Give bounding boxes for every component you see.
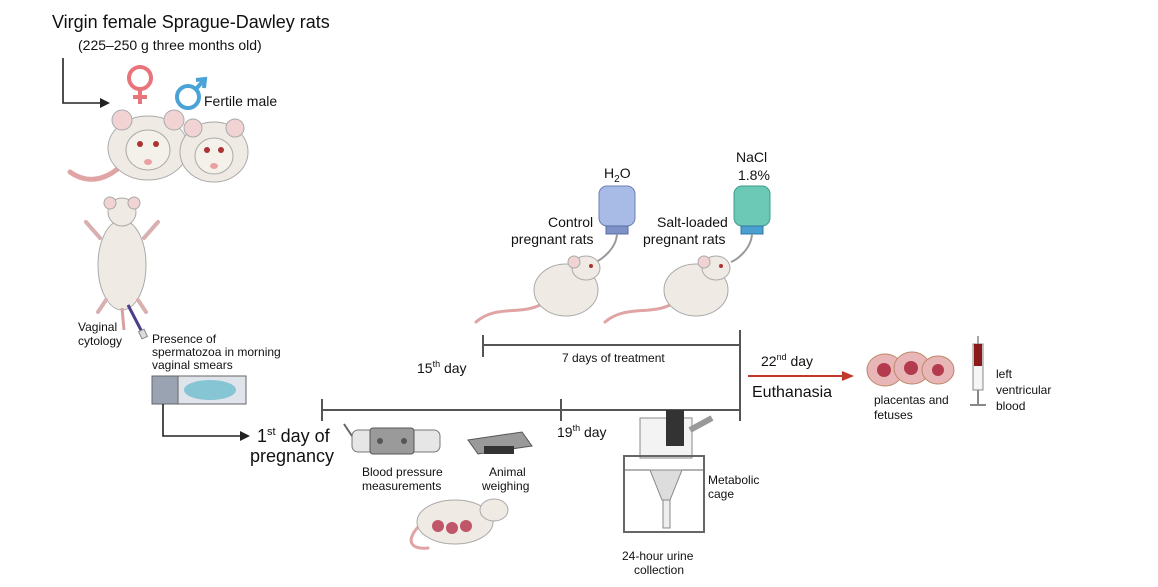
placenta-label-2: fetuses xyxy=(874,408,913,422)
control-label-1: Control xyxy=(548,214,593,230)
syringe-icon xyxy=(970,336,986,406)
male-label: Fertile male xyxy=(204,93,277,109)
rat-icon xyxy=(474,255,601,324)
urine-label-2: collection xyxy=(634,563,684,577)
slide-to-day1-arrow xyxy=(162,404,240,437)
blood-label-3: blood xyxy=(996,399,1025,413)
euthanasia-arrowhead xyxy=(842,371,854,381)
smear-label-2: spermatozoa in morning xyxy=(152,345,281,359)
cage-label-1: Metabolic xyxy=(708,473,759,487)
nacl-label-1: NaCl xyxy=(736,149,767,165)
weigh-label-2: weighing xyxy=(481,479,529,493)
rat-icon xyxy=(179,118,249,183)
treatment-label: 7 days of treatment xyxy=(562,351,665,365)
cytology-label-2: cytology xyxy=(78,334,122,348)
salt-label-2: pregnant rats xyxy=(643,231,726,247)
salt-label-1: Salt-loaded xyxy=(657,214,728,230)
euthanasia-label: Euthanasia xyxy=(752,384,832,401)
placenta-icon xyxy=(866,351,955,387)
water-label: H2O xyxy=(604,165,631,185)
day15-label: 15th day xyxy=(417,359,467,376)
smear-label-3: vaginal smears xyxy=(152,358,233,372)
weigh-label-1: Animal xyxy=(489,465,526,479)
day22-label: 22nd day xyxy=(761,352,813,369)
bp-label-1: Blood pressure xyxy=(362,465,443,479)
rat-icon xyxy=(409,498,509,550)
rat-icon xyxy=(603,255,731,324)
day19-label: 19th day xyxy=(557,423,607,440)
bottle-icon xyxy=(730,185,771,263)
pipette-icon xyxy=(126,304,144,333)
title-to-rats-arrow xyxy=(62,58,100,104)
bottle-icon xyxy=(595,185,636,263)
header-title: Virgin female Sprague-Dawley rats xyxy=(52,12,330,32)
blood-label-2: ventricular xyxy=(996,383,1051,397)
header-subtitle: (225–250 g three months old) xyxy=(78,37,262,53)
metabolic-cage-icon xyxy=(623,410,714,533)
smear-label-1: Presence of xyxy=(152,332,217,346)
slide-icon xyxy=(151,375,247,405)
day1-label-line2: pregnancy xyxy=(250,446,334,466)
scale-icon xyxy=(467,431,533,455)
urine-label-1: 24-hour urine xyxy=(622,549,694,563)
tail-cuff-icon xyxy=(343,423,441,455)
placenta-label-1: placentas and xyxy=(874,393,949,407)
blood-label-1: left xyxy=(996,367,1013,381)
nacl-label-2: 1.8% xyxy=(738,167,770,183)
slide-to-day1-arrowhead xyxy=(240,431,250,441)
cage-label-2: cage xyxy=(708,487,734,501)
title-to-rats-arrowhead xyxy=(100,98,110,108)
pipette-tip xyxy=(137,328,149,340)
day1-label: 1st day of xyxy=(257,426,331,446)
male-symbol-icon xyxy=(175,76,208,110)
rat-icon xyxy=(84,196,160,331)
rat-icon xyxy=(67,109,189,182)
control-label-2: pregnant rats xyxy=(511,231,594,247)
bp-label-2: measurements xyxy=(362,479,441,493)
female-symbol-icon xyxy=(127,65,153,104)
cytology-label-1: Vaginal xyxy=(78,320,117,334)
